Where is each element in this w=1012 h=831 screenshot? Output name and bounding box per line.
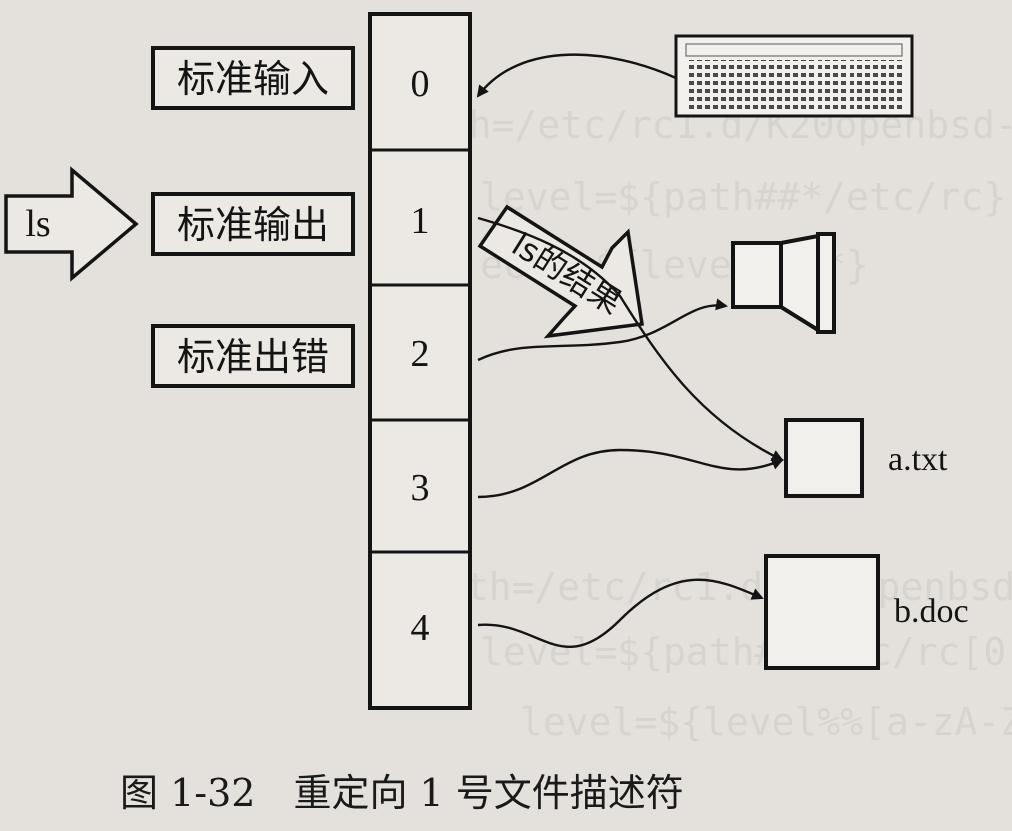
fd-3: 3 <box>411 467 430 509</box>
keyboard-icon <box>674 34 914 118</box>
file-a-label: a.txt <box>888 441 948 478</box>
fd4-to-b-doc <box>477 578 764 649</box>
stderr-label: 标准出错 <box>151 324 355 388</box>
fd1-to-a-txt <box>477 216 784 462</box>
file-icon <box>764 554 880 670</box>
svg-text:标准输出: 标准输出 <box>177 203 329 247</box>
stdout-label: 标准输出 <box>151 192 355 256</box>
fd-table: 0 1 2 3 4 <box>368 12 472 710</box>
figure-caption: 图 1-32 重定向 1 号文件描述符 <box>120 771 684 815</box>
fd-4: 4 <box>411 607 430 649</box>
connection-lines <box>476 53 784 649</box>
bleed-line-5: level=${path#*/etc/rc[0-9]}.d <box>480 630 1012 674</box>
file-b-label: b.doc <box>894 593 969 630</box>
svg-text:标准出错: 标准出错 <box>177 335 329 379</box>
bleed-line-2: level=${path##*/etc/rc} <box>480 175 1006 219</box>
stdin-label: 标准输入 <box>151 46 355 110</box>
bleed-through-text: path=/etc/rc1.d/K20openbsd- level=${path… <box>400 103 1012 744</box>
file-a-txt: a.txt <box>784 418 948 498</box>
bleed-line-4: path=/etc/rc1.d/K20openbsd- <box>420 565 1012 609</box>
file-b-doc: b.doc <box>764 554 969 670</box>
ls-command-arrow: ls <box>4 166 139 282</box>
file-icon <box>784 418 864 498</box>
bleed-line-6: level=${level%%[a-zA-Z]*} <box>520 700 1012 744</box>
fd-0: 0 <box>411 63 430 105</box>
fd-2: 2 <box>411 333 430 375</box>
fd3-to-a-txt <box>477 448 784 499</box>
monitor-icon <box>731 232 836 334</box>
fd-table-frame <box>368 12 472 710</box>
fd-1: 1 <box>411 200 430 242</box>
svg-text:标准输入: 标准输入 <box>177 57 329 101</box>
ls-command-label: ls <box>25 203 50 245</box>
keyboard-to-fd0 <box>476 53 677 98</box>
fd2-to-monitor <box>477 298 728 362</box>
